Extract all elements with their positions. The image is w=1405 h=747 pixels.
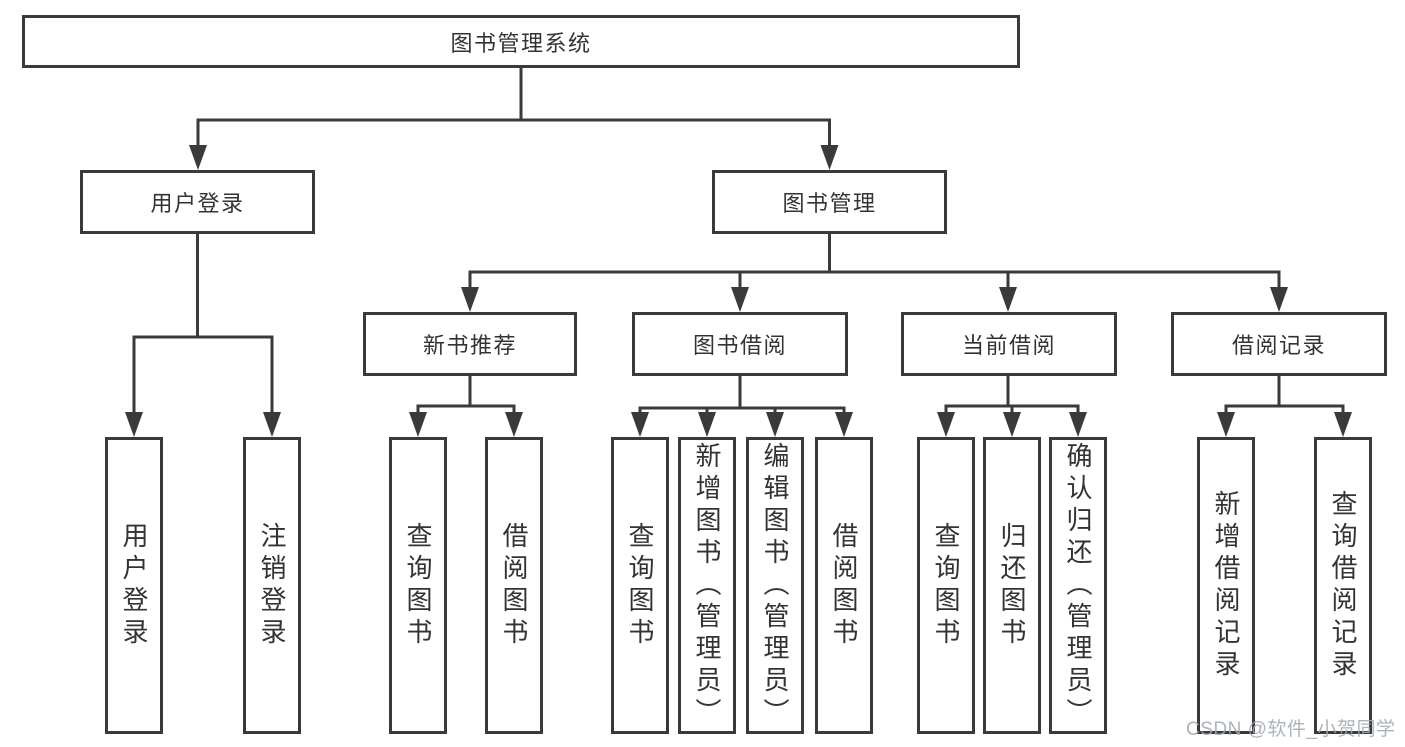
node-label: 新增图书（管理员） (692, 441, 722, 730)
node-label: 查询图书 (403, 521, 433, 650)
node-label: 查询借阅记录 (1328, 489, 1358, 682)
node-borrow-records: 借阅记录 (1171, 312, 1387, 376)
node-label: 查询图书 (625, 521, 655, 650)
leaf-borrowing-edit-books-admin: 编辑图书（管理员） (746, 437, 804, 734)
csdn-watermark: CSDN @软件_小贺同学 (1186, 719, 1396, 740)
node-label: 新增借阅记录 (1211, 489, 1241, 682)
arrow-down-icon (835, 412, 853, 437)
node-label: 图书管理系统 (450, 30, 592, 56)
arrow-down-icon (1270, 287, 1288, 312)
leaf-newbook-borrow-books: 借阅图书 (485, 437, 543, 734)
arrow-down-icon (1334, 412, 1352, 437)
leaf-borrowing-query-books: 查询图书 (611, 437, 669, 734)
arrow-down-icon (1003, 412, 1021, 437)
leaf-records-query-borrow-record: 查询借阅记录 (1314, 437, 1372, 734)
leaf-logout: 注销登录 (243, 437, 301, 734)
arrow-down-icon (937, 412, 955, 437)
node-label: 用户登录 (119, 521, 149, 650)
arrow-down-icon (731, 287, 749, 312)
arrow-down-icon (631, 412, 649, 437)
arrow-down-icon (409, 412, 427, 437)
node-new-book-recommend: 新书推荐 (363, 312, 577, 376)
node-label: 借阅图书 (829, 521, 859, 650)
node-library-system-root: 图书管理系统 (22, 15, 1020, 68)
leaf-newbook-query-books: 查询图书 (389, 437, 447, 734)
node-label: 借阅记录 (1231, 333, 1326, 358)
arrow-down-icon (1217, 412, 1235, 437)
node-label: 新书推荐 (422, 333, 517, 358)
leaf-records-add-borrow-record: 新增借阅记录 (1197, 437, 1255, 734)
arrowhead-icons (125, 145, 1352, 437)
node-label: 确认归还（管理员） (1063, 441, 1093, 730)
arrow-down-icon (505, 412, 523, 437)
arrow-down-icon (766, 412, 784, 437)
node-current-borrowing: 当前借阅 (901, 312, 1117, 376)
leaf-current-query-books: 查询图书 (917, 437, 975, 734)
node-user-login: 用户登录 (80, 170, 315, 234)
arrow-down-icon (1069, 412, 1087, 437)
node-label: 用户登录 (150, 191, 245, 216)
arrow-down-icon (189, 145, 207, 170)
node-label: 图书管理 (782, 191, 877, 216)
node-book-borrowing: 图书借阅 (632, 312, 848, 376)
node-label: 当前借阅 (961, 333, 1056, 358)
arrow-down-icon (999, 287, 1017, 312)
arrow-down-icon (820, 145, 839, 170)
connector-segments (132, 68, 1345, 414)
node-label: 借阅图书 (499, 521, 529, 650)
arrow-down-icon (125, 412, 143, 437)
leaf-user-login: 用户登录 (105, 437, 163, 734)
node-label: 注销登录 (257, 521, 287, 650)
node-label: 查询图书 (931, 521, 961, 650)
arrow-down-icon (698, 412, 716, 437)
leaf-borrowing-add-books-admin: 新增图书（管理员） (678, 437, 736, 734)
node-book-management: 图书管理 (712, 170, 947, 234)
node-label: 图书借阅 (692, 333, 787, 358)
node-label: 归还图书 (997, 521, 1027, 650)
node-label: 编辑图书（管理员） (760, 441, 790, 730)
leaf-current-confirm-return-admin: 确认归还（管理员） (1049, 437, 1107, 734)
leaf-current-return-books: 归还图书 (983, 437, 1041, 734)
leaf-borrowing-borrow-books: 借阅图书 (815, 437, 873, 734)
arrow-down-icon (263, 412, 281, 437)
arrow-down-icon (461, 287, 479, 312)
